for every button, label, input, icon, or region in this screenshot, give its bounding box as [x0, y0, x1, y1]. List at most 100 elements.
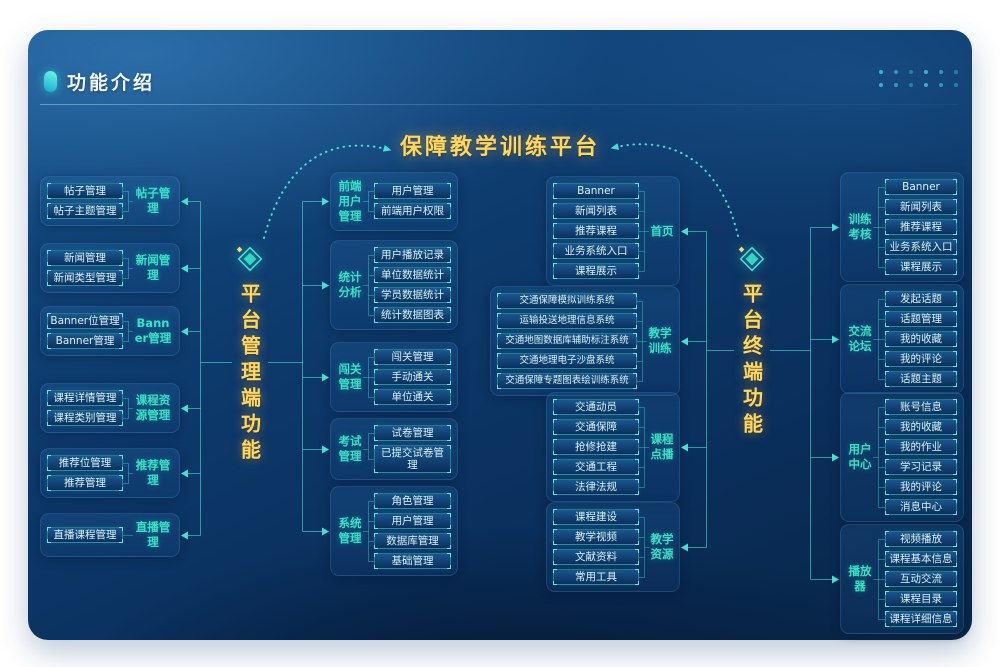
- feature-node: 基础管理: [374, 553, 451, 569]
- feature-node: 发起话题: [885, 291, 957, 307]
- group-label: Banner管理: [134, 316, 172, 345]
- group-label: 课程资源管理: [135, 393, 171, 422]
- feature-node: 消息中心: [885, 499, 957, 515]
- feature-node: 课程展示: [553, 263, 639, 279]
- group-admin_left-4: 课程详情管理课程类别管理课程资源管理: [40, 383, 180, 433]
- feature-node: 已提交试卷管理: [374, 445, 451, 473]
- group-admin_right-4: 考试管理试卷管理已提交试卷管理: [330, 418, 458, 480]
- group-label: 交流论坛: [848, 324, 872, 353]
- diamond-icon: [737, 244, 767, 278]
- feature-node: 单位数据统计: [374, 267, 451, 283]
- header-divider: [40, 104, 958, 105]
- feature-node: 单位通关: [374, 389, 451, 405]
- group-admin_right-3: 闯关管理闯关管理手动通关单位通关: [330, 342, 458, 412]
- section-capsule-icon: [44, 71, 57, 92]
- group-label: 推荐管理: [135, 458, 171, 487]
- feature-node: 直播课程管理: [47, 526, 123, 543]
- feature-node: 课程展示: [885, 259, 957, 275]
- group-items: 发起话题话题管理我的收藏我的评论话题主题: [885, 291, 957, 387]
- group-terminal_right-2: 交流论坛发起话题话题管理我的收藏我的评论话题主题: [840, 284, 964, 394]
- feature-node: 手动通关: [374, 369, 451, 385]
- group-items: 用户播放记录单位数据统计学员数据统计统计数据图表: [374, 247, 451, 323]
- group-items: 闯关管理手动通关单位通关: [374, 349, 451, 405]
- group-admin_left-5: 推荐位管理推荐管理推荐管理: [40, 448, 180, 498]
- feature-node: 试卷管理: [374, 425, 451, 441]
- group-terminal_left-2: 交通保障模拟训练系统运输投送地理信息系统交通地图数据库辅助标注系统交通地理电子沙…: [490, 286, 680, 396]
- feature-node: 推荐位管理: [47, 455, 123, 471]
- feature-node: 话题主题: [885, 371, 957, 387]
- dot: [909, 70, 913, 74]
- feature-node: 课程类别管理: [47, 410, 123, 426]
- group-items: 直播课程管理: [47, 526, 123, 543]
- dots-decoration: [879, 70, 958, 87]
- dot: [894, 83, 898, 87]
- group-admin_left-6: 直播课程管理直播管理: [40, 513, 180, 557]
- feature-node: 我的收藏: [885, 419, 957, 435]
- dot: [954, 70, 958, 74]
- group-items: 交通动员交通保障抢修抢建交通工程法律法规: [553, 399, 639, 495]
- group-label: 播放器: [848, 564, 872, 593]
- feature-node: 推荐管理: [47, 475, 123, 491]
- feature-node: 运输投送地理信息系统: [497, 313, 637, 329]
- group-admin_right-1: 前端用户管理用户管理前端用户权限: [330, 172, 458, 231]
- feature-node: 课程详情管理: [47, 390, 123, 406]
- feature-node: 业务系统入口: [553, 243, 639, 259]
- group-items: 课程详情管理课程类别管理: [47, 390, 123, 426]
- feature-node: 新闻类型管理: [47, 270, 123, 286]
- feature-node: 课程详细信息: [885, 611, 957, 627]
- group-items: 试卷管理已提交试卷管理: [374, 425, 451, 473]
- feature-node: Banner: [553, 183, 639, 199]
- group-admin_left-2: 新闻管理新闻类型管理新闻管理: [40, 243, 180, 293]
- group-label: 课程点播: [650, 432, 674, 461]
- feature-node: 前端用户权限: [374, 203, 451, 220]
- dot: [879, 70, 883, 74]
- group-terminal_left-4: 课程建设教学视频文献资料常用工具教学资源: [546, 502, 680, 592]
- feature-node: 我的收藏: [885, 331, 957, 347]
- group-label: 前端用户管理: [338, 179, 362, 223]
- hub-terminal-title: 平台终端功能: [739, 283, 764, 439]
- dot: [939, 70, 943, 74]
- group-items: 视频播放课程基本信息互动交流课程目录课程详细信息: [885, 531, 957, 627]
- group-items: 新闻管理新闻类型管理: [47, 250, 123, 286]
- group-label: 系统管理: [338, 516, 362, 545]
- group-label: 训练考核: [848, 212, 872, 241]
- dot: [879, 83, 883, 87]
- dot: [909, 83, 913, 87]
- feature-node: 推荐课程: [885, 219, 957, 235]
- group-label: 直播管理: [135, 520, 171, 549]
- feature-node: 常用工具: [553, 569, 639, 585]
- dot: [939, 83, 943, 87]
- feature-node: 交通保障专题图表绘训练系统: [497, 373, 637, 389]
- group-items: 账号信息我的收藏我的作业学习记录我的评论消息中心: [885, 399, 957, 515]
- hub-admin: 平台管理端功能: [227, 244, 273, 465]
- feature-node: Banner管理: [47, 333, 123, 349]
- feature-node: 角色管理: [374, 493, 451, 509]
- group-label: 教学训练: [648, 326, 672, 355]
- feature-node: 交通地图数据库辅助标注系统: [497, 333, 637, 349]
- group-label: 首页: [650, 223, 674, 238]
- group-terminal_left-3: 交通动员交通保障抢修抢建交通工程法律法规课程点播: [546, 392, 680, 502]
- group-label: 闯关管理: [338, 362, 362, 391]
- group-items: 用户管理前端用户权限: [374, 183, 451, 220]
- page-header: 功能介绍: [44, 68, 155, 95]
- feature-node: Banner: [885, 179, 957, 195]
- hub-terminal: 平台终端功能: [729, 244, 775, 439]
- feature-node: 课程目录: [885, 591, 957, 607]
- hub-admin-title: 平台管理端功能: [237, 283, 262, 465]
- feature-node: 教学视频: [553, 529, 639, 545]
- feature-node: 课程建设: [553, 509, 639, 525]
- dot: [954, 83, 958, 87]
- dot: [924, 83, 928, 87]
- feature-node: 业务系统入口: [885, 239, 957, 255]
- feature-node: 新闻列表: [553, 203, 639, 219]
- feature-node: 视频播放: [885, 531, 957, 547]
- feature-node: 交通动员: [553, 399, 639, 415]
- platform-title: 保障教学训练平台: [399, 135, 600, 160]
- group-items: 帖子管理帖子主题管理: [47, 183, 123, 219]
- feature-node: 话题管理: [885, 311, 957, 327]
- feature-node: 闯关管理: [374, 349, 451, 365]
- diamond-icon: [235, 244, 265, 278]
- feature-node: 交通工程: [553, 459, 639, 475]
